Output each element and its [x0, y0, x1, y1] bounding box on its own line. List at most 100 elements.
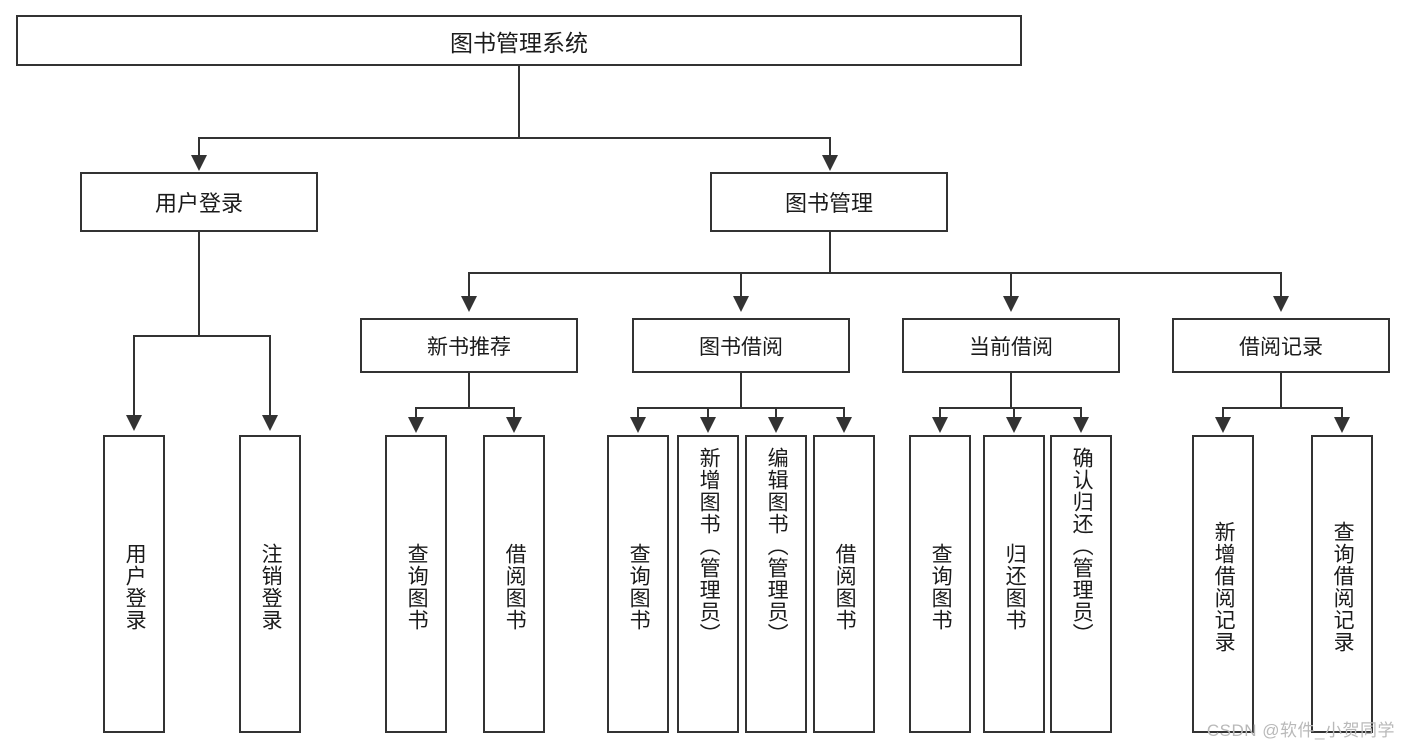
leaf-node[interactable]: 注销登录: [239, 435, 301, 733]
leaf-text-wrap: 确认归还（管理员）: [1070, 443, 1094, 735]
connector-user-login-to-leaf-1: [133, 335, 135, 417]
connector-new-books-bus: [415, 407, 514, 409]
arrow-br-leaf-1: [1215, 417, 1231, 433]
arrow-nb-leaf-1: [408, 417, 424, 433]
arrow-root-to-user-login: [191, 155, 207, 171]
arrow-nb-leaf-2: [506, 417, 522, 433]
arrow-bb-leaf-1: [630, 417, 646, 433]
connector-br-leaf-2: [1341, 407, 1343, 419]
arrow-bm-to-current: [1003, 296, 1019, 312]
leaf-node[interactable]: 编辑图书（管理员）: [745, 435, 807, 733]
connector-records-stem: [1280, 373, 1282, 408]
arrow-user-login-to-leaf-2: [262, 415, 278, 431]
connector-cb-leaf-3: [1080, 407, 1082, 419]
leaf-text-wrap: 新增图书（管理员）: [697, 443, 721, 735]
node-label: 编辑图书（管理员）: [765, 447, 789, 645]
leaf-node[interactable]: 借阅图书: [483, 435, 545, 733]
leaf-node[interactable]: 归还图书: [983, 435, 1045, 733]
leaf-text-wrap: 查询借阅记录: [1331, 443, 1354, 731]
node-label: 借阅图书: [503, 543, 527, 631]
leaf-text-wrap: 查询图书: [627, 443, 651, 731]
leaf-text-wrap: 查询图书: [929, 443, 953, 731]
leaf-node[interactable]: 新增图书（管理员）: [677, 435, 739, 733]
arrow-user-login-to-leaf-1: [126, 415, 142, 431]
connector-cb-leaf-2: [1013, 407, 1015, 419]
node-label: 查询图书: [405, 543, 429, 631]
connector-bm-to-new-books: [468, 272, 470, 298]
leaf-node[interactable]: 查询借阅记录: [1311, 435, 1373, 733]
node-label: 图书管理: [784, 191, 873, 216]
arrow-bm-to-new-books: [461, 296, 477, 312]
connector-book-management-bus: [468, 272, 1281, 274]
arrow-cb-leaf-2: [1006, 417, 1022, 433]
node-label: 用户登录: [123, 543, 147, 631]
connector-root-to-book-management: [829, 137, 831, 157]
connector-records-bus: [1222, 407, 1342, 409]
connector-bb-leaf-4: [843, 407, 845, 419]
node-label: 确认归还（管理员）: [1070, 447, 1094, 645]
leaf-text-wrap: 注销登录: [259, 443, 283, 731]
node-label: 新增图书（管理员）: [697, 447, 721, 645]
node-label: 借阅图书: [833, 543, 857, 631]
connector-current-stem: [1010, 373, 1012, 408]
leaf-node[interactable]: 确认归还（管理员）: [1050, 435, 1112, 733]
connector-root-stem: [518, 66, 520, 138]
node-label: 图书借阅: [699, 335, 783, 359]
node-label: 图书管理系统: [450, 29, 588, 56]
connector-bb-leaf-1: [637, 407, 639, 419]
arrow-bb-leaf-3: [768, 417, 784, 433]
node-label: 新增借阅记录: [1212, 521, 1236, 653]
connector-borrow-bus: [637, 407, 844, 409]
connector-nb-leaf-1: [415, 407, 417, 419]
leaf-text-wrap: 用户登录: [123, 443, 147, 731]
connector-borrow-stem: [740, 373, 742, 408]
leaf-node[interactable]: 查询图书: [909, 435, 971, 733]
leaf-text-wrap: 编辑图书（管理员）: [765, 443, 789, 735]
connector-bm-to-borrow: [740, 272, 742, 298]
node-root-book-management-system[interactable]: 图书管理系统: [16, 15, 1022, 66]
leaf-node[interactable]: 新增借阅记录: [1192, 435, 1254, 733]
node-label: 注销登录: [259, 543, 283, 631]
leaf-text-wrap: 借阅图书: [503, 443, 527, 731]
connector-bb-leaf-2: [707, 407, 709, 419]
connector-root-bus: [198, 137, 830, 139]
arrow-bm-to-borrow: [733, 296, 749, 312]
leaf-node[interactable]: 借阅图书: [813, 435, 875, 733]
node-label: 新书推荐: [427, 335, 511, 359]
connector-bb-leaf-3: [775, 407, 777, 419]
leaf-node[interactable]: 查询图书: [385, 435, 447, 733]
node-label: 查询图书: [627, 543, 651, 631]
connector-br-leaf-1: [1222, 407, 1224, 419]
node-label: 归还图书: [1003, 543, 1027, 631]
connector-root-to-user-login: [198, 137, 200, 157]
node-label: 借阅记录: [1239, 335, 1323, 359]
connector-nb-leaf-2: [513, 407, 515, 419]
arrow-cb-leaf-1: [932, 417, 948, 433]
node-book-borrow[interactable]: 图书借阅: [632, 318, 850, 373]
node-borrow-records[interactable]: 借阅记录: [1172, 318, 1390, 373]
arrow-cb-leaf-3: [1073, 417, 1089, 433]
leaf-text-wrap: 归还图书: [1003, 443, 1027, 731]
connector-bm-to-records: [1280, 272, 1282, 298]
connector-user-login-to-leaf-2: [269, 335, 271, 417]
node-new-book-recommend[interactable]: 新书推荐: [360, 318, 578, 373]
leaf-text-wrap: 新增借阅记录: [1212, 443, 1236, 731]
leaf-node[interactable]: 查询图书: [607, 435, 669, 733]
connector-cb-leaf-1: [939, 407, 941, 419]
arrow-root-to-book-management: [822, 155, 838, 171]
leaf-text-wrap: 借阅图书: [833, 443, 857, 731]
node-book-management[interactable]: 图书管理: [710, 172, 948, 232]
node-label: 用户登录: [154, 191, 243, 216]
leaf-node[interactable]: 用户登录: [103, 435, 165, 733]
arrow-bb-leaf-2: [700, 417, 716, 433]
leaf-text-wrap: 查询图书: [405, 443, 429, 731]
connector-user-login-bus: [133, 335, 270, 337]
arrow-bb-leaf-4: [836, 417, 852, 433]
arrow-bm-to-records: [1273, 296, 1289, 312]
connector-book-management-stem: [829, 232, 831, 273]
connector-bm-to-current: [1010, 272, 1012, 298]
node-current-borrow[interactable]: 当前借阅: [902, 318, 1120, 373]
node-label: 查询图书: [929, 543, 953, 631]
node-label: 当前借阅: [969, 335, 1053, 359]
node-user-login[interactable]: 用户登录: [80, 172, 318, 232]
